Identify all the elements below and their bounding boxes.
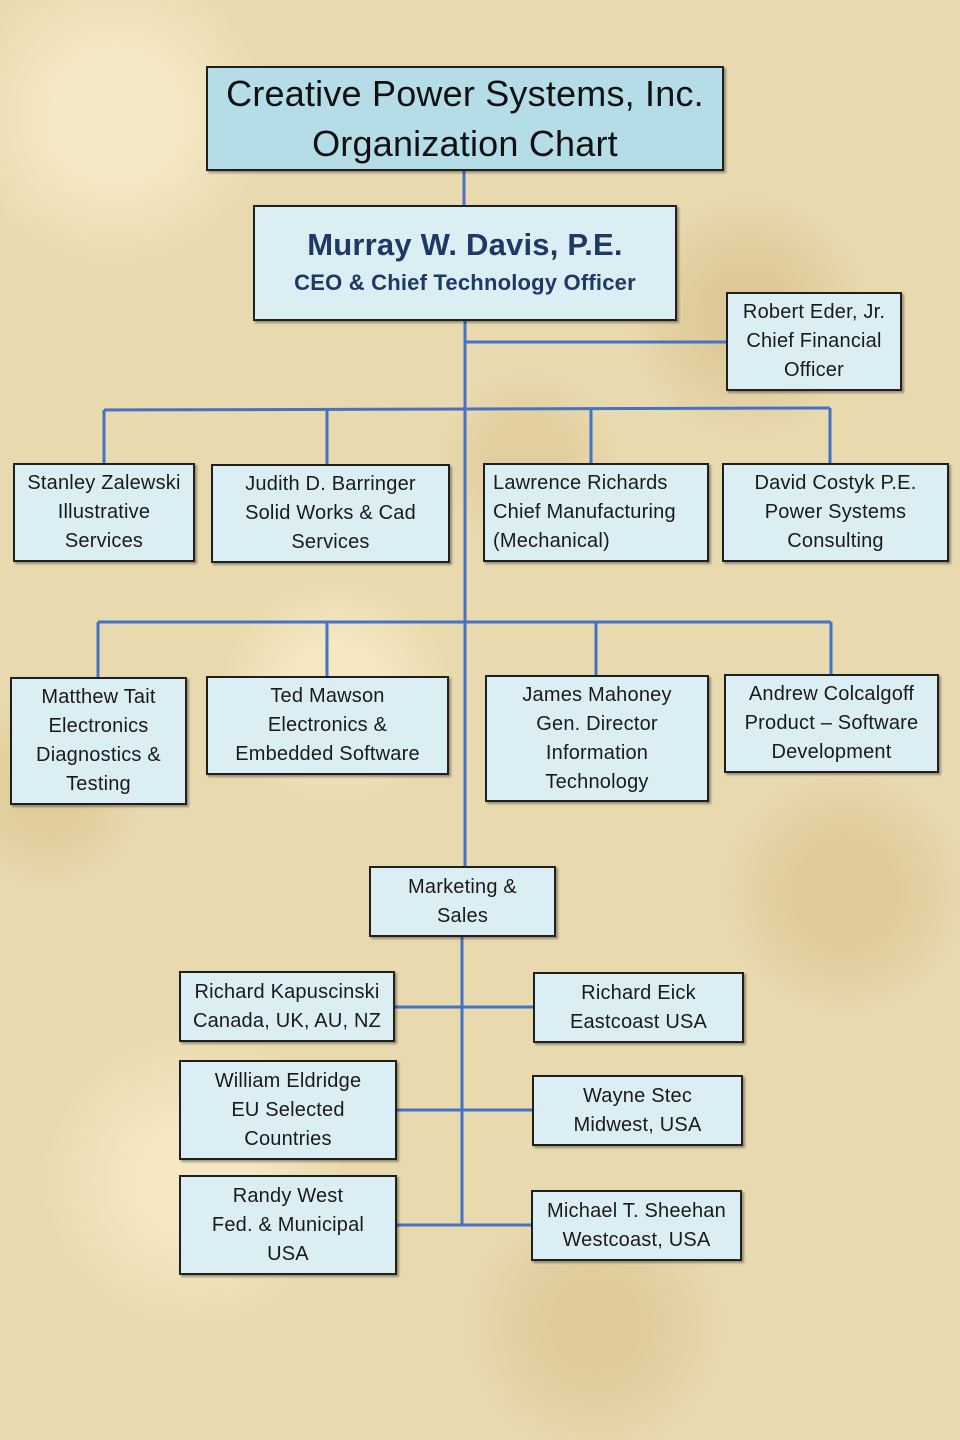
box-line: David Costyk P.E. bbox=[754, 472, 917, 494]
cfo-line3: Officer bbox=[784, 359, 844, 381]
box-line: Richard Kapuscinski bbox=[194, 980, 380, 1003]
box-line: Embedded Software bbox=[235, 743, 420, 765]
ceo-role: CEO & Chief Technology Officer bbox=[294, 270, 636, 295]
box-line: Richard Eick bbox=[581, 981, 696, 1004]
box-line: Development bbox=[771, 741, 892, 763]
box-line: Gen. Director bbox=[536, 712, 658, 735]
box-line: Technology bbox=[545, 770, 649, 793]
box-line: William Eldridge bbox=[214, 1069, 362, 1092]
box-line: Illustrative bbox=[57, 501, 151, 523]
box-line: Midwest, USA bbox=[573, 1113, 702, 1136]
org-box-randy-west[interactable]: Randy West Fed. & Municipal USA bbox=[179, 1175, 397, 1275]
box-line: Eastcoast USA bbox=[569, 1010, 708, 1033]
box-line: Electronics & bbox=[267, 714, 388, 736]
cfo-line1: Robert Eder, Jr. bbox=[742, 301, 886, 323]
box-line: Power Systems bbox=[764, 501, 907, 523]
box-line: Countries bbox=[244, 1127, 332, 1150]
box-line: Randy West bbox=[232, 1184, 344, 1207]
box-line: Testing bbox=[66, 773, 131, 795]
org-box-matthew-tait[interactable]: Matthew Tait Electronics Diagnostics & T… bbox=[10, 677, 187, 805]
box-line: Marketing & bbox=[408, 875, 517, 898]
box-line: Services bbox=[64, 530, 144, 552]
box-line: Westcoast, USA bbox=[562, 1228, 711, 1251]
box-line: Services bbox=[291, 531, 370, 553]
box-line: Product – Software bbox=[744, 712, 919, 734]
box-line: (Mechanical) bbox=[493, 530, 610, 552]
box-line: Andrew Colcalgoff bbox=[748, 683, 915, 705]
org-box-judith-barringer[interactable]: Judith D. Barringer Solid Works & Cad Se… bbox=[211, 464, 450, 563]
org-box-lawrence-richards[interactable]: Lawrence Richards Chief Manufacturing (M… bbox=[483, 463, 709, 562]
box-line: Sales bbox=[436, 904, 489, 927]
cfo-line2: Chief Financial bbox=[746, 330, 882, 352]
box-line: Chief Manufacturing bbox=[493, 501, 676, 523]
chart-title-line1: Creative Power Systems, Inc. bbox=[226, 72, 704, 114]
box-line: Electronics bbox=[48, 715, 149, 737]
chart-title-line2: Organization Chart bbox=[312, 122, 618, 164]
cfo-box[interactable]: Robert Eder, Jr. Chief Financial Officer bbox=[726, 292, 902, 391]
org-box-richard-kapuscinski[interactable]: Richard Kapuscinski Canada, UK, AU, NZ bbox=[179, 971, 395, 1042]
org-box-michael-sheehan[interactable]: Michael T. Sheehan Westcoast, USA bbox=[531, 1190, 742, 1261]
box-line: EU Selected bbox=[231, 1098, 345, 1121]
box-line: Information bbox=[545, 741, 649, 764]
org-box-william-eldridge[interactable]: William Eldridge EU Selected Countries bbox=[179, 1060, 397, 1160]
box-line: Judith D. Barringer bbox=[245, 473, 416, 495]
box-line: Fed. & Municipal bbox=[211, 1213, 365, 1236]
box-line: Diagnostics & bbox=[36, 744, 161, 766]
org-box-stanley-zalewski[interactable]: Stanley Zalewski Illustrative Services bbox=[13, 463, 195, 562]
ceo-name: Murray W. Davis, P.E. bbox=[307, 227, 623, 262]
box-line: James Mahoney bbox=[522, 683, 672, 706]
box-line: Consulting bbox=[787, 530, 884, 552]
chart-title-box: Creative Power Systems, Inc. Organizatio… bbox=[206, 66, 724, 171]
org-box-marketing-sales[interactable]: Marketing & Sales bbox=[369, 866, 556, 937]
box-line: USA bbox=[267, 1242, 309, 1265]
box-line: Stanley Zalewski bbox=[27, 472, 181, 494]
ceo-box[interactable]: Murray W. Davis, P.E. CEO & Chief Techno… bbox=[253, 205, 677, 321]
org-box-james-mahoney[interactable]: James Mahoney Gen. Director Information … bbox=[485, 675, 709, 802]
org-box-andrew-colcalgoff[interactable]: Andrew Colcalgoff Product – Software Dev… bbox=[724, 674, 939, 773]
box-line: Canada, UK, AU, NZ bbox=[192, 1009, 382, 1032]
org-box-wayne-stec[interactable]: Wayne Stec Midwest, USA bbox=[532, 1075, 743, 1146]
box-line: Wayne Stec bbox=[582, 1084, 693, 1107]
box-line: Solid Works & Cad bbox=[245, 502, 416, 524]
org-box-david-costyk[interactable]: David Costyk P.E. Power Systems Consulti… bbox=[722, 463, 949, 562]
org-box-ted-mawson[interactable]: Ted Mawson Electronics & Embedded Softwa… bbox=[206, 676, 449, 775]
box-line: Lawrence Richards bbox=[493, 472, 668, 494]
box-line: Matthew Tait bbox=[41, 686, 156, 708]
connector-row1-bus bbox=[103, 406, 831, 412]
box-line: Ted Mawson bbox=[270, 685, 385, 707]
org-box-richard-eick[interactable]: Richard Eick Eastcoast USA bbox=[533, 972, 744, 1043]
box-line: Michael T. Sheehan bbox=[547, 1199, 726, 1222]
